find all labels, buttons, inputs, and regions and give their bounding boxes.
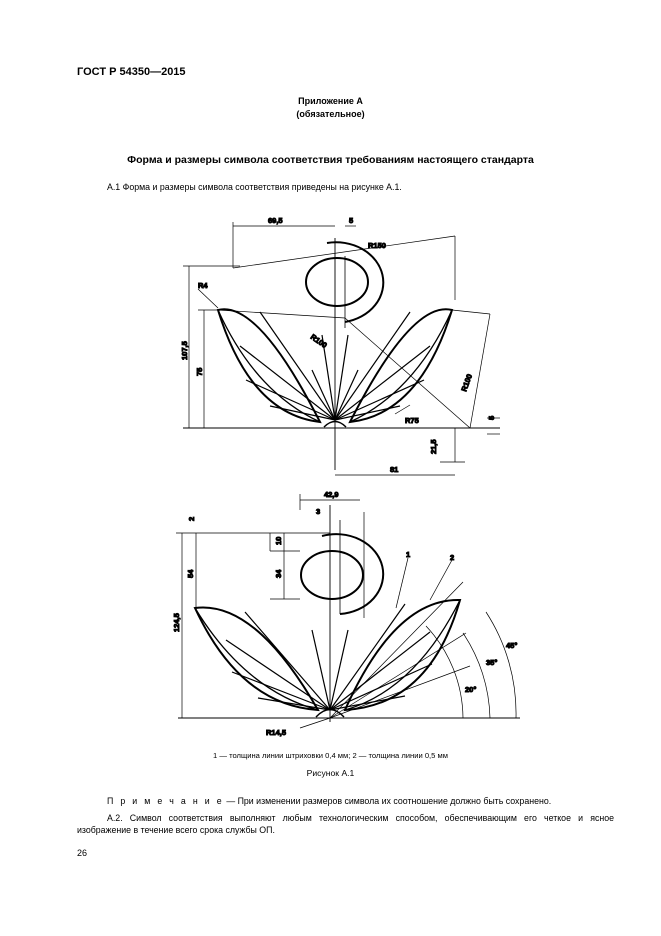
dim-label: R4	[198, 281, 208, 290]
dim-label: 5	[349, 216, 353, 225]
dim-label: 45°	[506, 641, 517, 650]
dim-label: 5	[487, 416, 496, 420]
dim-label: 10	[274, 537, 283, 545]
dim-label: 75	[195, 368, 204, 376]
dim-label: 124,5	[172, 613, 181, 632]
dim-label: 21,5	[429, 439, 438, 454]
section-title: Форма и размеры символа соответствия тре…	[127, 154, 534, 166]
dim-label: 54	[186, 569, 195, 578]
dim-label: 107,5	[180, 341, 189, 360]
document-header: ГОСТ Р 54350—2015	[77, 66, 186, 78]
bottom-drawing: 42,9 3 2 10 54 34 124,5 R14,5 1 2 45° 35…	[172, 490, 520, 738]
figure-legend: 1 — толщина линии штриховки 0,4 мм; 2 — …	[213, 751, 448, 760]
appendix-label: Приложение А	[298, 96, 363, 106]
dim-label: 1	[406, 550, 410, 559]
dim-label: 34	[274, 569, 283, 578]
appendix-status: (обязательное)	[296, 109, 365, 119]
dim-label: R100	[309, 332, 329, 350]
dim-label: 42,9	[324, 490, 339, 499]
dim-label: 69,5	[268, 216, 283, 225]
dim-label: 20°	[465, 685, 476, 694]
dim-label: 81	[390, 465, 398, 474]
paragraph-a2: А.2. Символ соответствия выполняют любым…	[77, 813, 614, 835]
appendix-heading: Приложение А (обязательное)	[0, 95, 661, 121]
dim-label: R14,5	[266, 728, 286, 737]
note-text: — При изменении размеров символа их соот…	[223, 796, 552, 806]
dim-label: R150	[368, 241, 386, 250]
dim-label: R75	[405, 416, 419, 425]
top-drawing: 69,5 5 R150 R4 107,5 75 R100 R100 R75 5 …	[180, 216, 500, 476]
dim-label: 35°	[486, 658, 497, 667]
dim-label: 3	[316, 507, 320, 516]
note-label: П р и м е ч а н и е	[107, 796, 224, 806]
figure-caption: Рисунок А.1	[306, 768, 355, 778]
figure-a1: 69,5 5 R150 R4 107,5 75 R100 R100 R75 5 …	[172, 216, 520, 738]
dim-label: 2	[187, 517, 196, 521]
dim-label: 2	[450, 553, 454, 562]
paragraph-a1: А.1 Форма и размеры символа соответствия…	[107, 182, 402, 192]
dim-label: R100	[459, 373, 474, 393]
page-number: 26	[77, 848, 88, 858]
note: П р и м е ч а н и е — При изменении разм…	[107, 795, 551, 807]
